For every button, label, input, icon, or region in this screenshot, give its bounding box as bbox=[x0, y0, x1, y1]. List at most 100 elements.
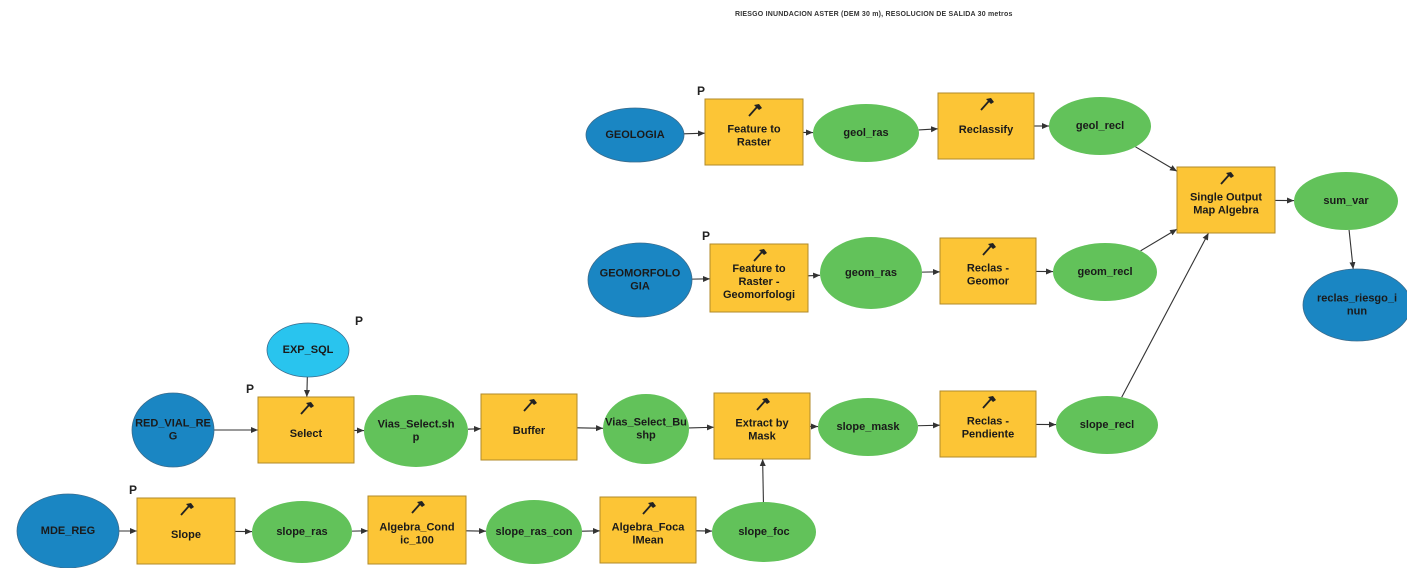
edge-slope_recl-to-single_output_map_algebra bbox=[1121, 232, 1210, 398]
output-ellipse bbox=[1049, 97, 1151, 155]
edge-slope_mask-to-reclas_pendiente bbox=[917, 422, 941, 429]
node-label: lMean bbox=[632, 534, 663, 546]
node-label: Algebra_Foca bbox=[612, 521, 686, 533]
node-label: Mask bbox=[748, 430, 776, 442]
node-label: geom_ras bbox=[845, 267, 897, 279]
output-ellipse bbox=[252, 501, 352, 563]
node-label: Vias_Select_Bu bbox=[605, 416, 687, 428]
node-label: ic_100 bbox=[400, 534, 434, 546]
edge-geom_recl-to-single_output_map_algebra bbox=[1140, 228, 1178, 252]
node-label: GEOLOGIA bbox=[605, 129, 664, 141]
node-reclassify[interactable]: Reclassify bbox=[937, 92, 1035, 160]
node-geol_ras[interactable]: geol_ras bbox=[813, 104, 919, 162]
node-label: Algebra_Cond bbox=[379, 521, 454, 533]
node-exp_sql[interactable]: EXP_SQL P bbox=[266, 314, 363, 378]
node-label: nun bbox=[1347, 305, 1367, 317]
hammer-icon bbox=[180, 503, 194, 516]
input-ellipse bbox=[587, 242, 693, 318]
node-slope_ras[interactable]: slope_ras bbox=[252, 501, 352, 563]
hammer-icon bbox=[300, 402, 314, 415]
node-geologia[interactable]: GEOLOGIA bbox=[585, 107, 685, 163]
node-label: Feature to bbox=[727, 123, 780, 135]
output-ellipse bbox=[1294, 172, 1398, 230]
node-label: slope_mask bbox=[837, 421, 901, 433]
node-vias_select_shp[interactable]: Vias_Select.shp bbox=[364, 395, 468, 467]
node-slope_mask[interactable]: slope_mask bbox=[818, 398, 918, 456]
node-label: Reclas - bbox=[967, 262, 1010, 274]
node-label: Reclas - bbox=[967, 415, 1010, 427]
node-label: Extract by bbox=[735, 417, 789, 429]
output-ellipse bbox=[486, 500, 582, 564]
hammer-icon bbox=[982, 396, 996, 409]
node-slope_foc[interactable]: slope_foc bbox=[712, 502, 816, 562]
hammer-icon bbox=[1220, 172, 1234, 185]
node-label: sum_var bbox=[1323, 195, 1369, 207]
output-ellipse bbox=[1056, 396, 1158, 454]
node-label: Buffer bbox=[513, 425, 546, 437]
node-label: Feature to bbox=[732, 263, 785, 275]
edge-feature_to_raster_geomorfologi-to-geom_ras bbox=[807, 272, 821, 279]
node-label: Select bbox=[290, 428, 323, 440]
node-reclas_pendiente[interactable]: Reclas -Pendiente bbox=[939, 390, 1037, 458]
hammer-icon bbox=[411, 501, 425, 514]
input-ellipse bbox=[266, 322, 350, 378]
hammer-icon bbox=[753, 249, 767, 262]
edge-exp_sql-to-select bbox=[304, 376, 310, 398]
node-buffer[interactable]: Buffer bbox=[480, 393, 578, 461]
node-label: GIA bbox=[630, 280, 650, 292]
node-reclas_geomor[interactable]: Reclas -Geomor bbox=[939, 237, 1037, 305]
node-label: Pendiente bbox=[962, 428, 1015, 440]
node-geol_recl[interactable]: geol_recl bbox=[1049, 97, 1151, 155]
output-ellipse bbox=[813, 104, 919, 162]
edge-geologia-to-feature_to_raster bbox=[683, 130, 706, 137]
edge-geol_ras-to-reclassify bbox=[918, 126, 939, 133]
hammer-icon bbox=[642, 502, 656, 515]
output-ellipse bbox=[603, 394, 689, 464]
node-label: p bbox=[413, 431, 420, 443]
edge-slope_foc-to-extract_by_mask bbox=[759, 458, 766, 503]
parameter-marker: P bbox=[702, 229, 710, 243]
hammer-icon bbox=[523, 399, 537, 412]
node-red_vial_reg[interactable]: RED_VIAL_REG bbox=[131, 392, 215, 468]
tool-box bbox=[367, 495, 467, 565]
edges-layer bbox=[119, 123, 1356, 535]
output-ellipse bbox=[712, 502, 816, 562]
node-sum_var[interactable]: sum_var bbox=[1294, 172, 1398, 230]
hammer-icon bbox=[748, 104, 762, 117]
diagram-title: RIESGO INUNDACION ASTER (DEM 30 m), RESO… bbox=[735, 11, 1013, 18]
parameter-marker: P bbox=[697, 84, 705, 98]
node-label: Reclassify bbox=[959, 124, 1014, 136]
node-label: geol_recl bbox=[1076, 120, 1124, 132]
node-label: Slope bbox=[171, 529, 201, 541]
node-label: Raster - bbox=[739, 276, 780, 288]
node-geom_recl[interactable]: geom_recl bbox=[1053, 243, 1157, 301]
input-ellipse bbox=[16, 493, 120, 568]
node-label: slope_ras_con bbox=[495, 526, 572, 538]
node-slope_recl[interactable]: slope_recl bbox=[1056, 396, 1158, 454]
hammer-icon bbox=[982, 243, 996, 256]
node-geom_ras[interactable]: geom_ras bbox=[820, 237, 922, 309]
edge-geol_recl-to-single_output_map_algebra bbox=[1135, 146, 1178, 172]
node-label: geol_ras bbox=[843, 127, 888, 139]
output-ellipse bbox=[1053, 243, 1157, 301]
input-ellipse bbox=[1302, 268, 1407, 342]
output-ellipse bbox=[364, 395, 468, 467]
parameter-marker: P bbox=[355, 314, 363, 328]
edge-vias_select_bu_shp-to-extract_by_mask bbox=[688, 424, 715, 431]
node-mde_reg[interactable]: MDE_REG bbox=[16, 493, 120, 568]
node-label: slope_ras bbox=[276, 526, 327, 538]
node-label: EXP_SQL bbox=[283, 344, 334, 356]
node-slope_ras_con[interactable]: slope_ras_con bbox=[486, 500, 582, 564]
